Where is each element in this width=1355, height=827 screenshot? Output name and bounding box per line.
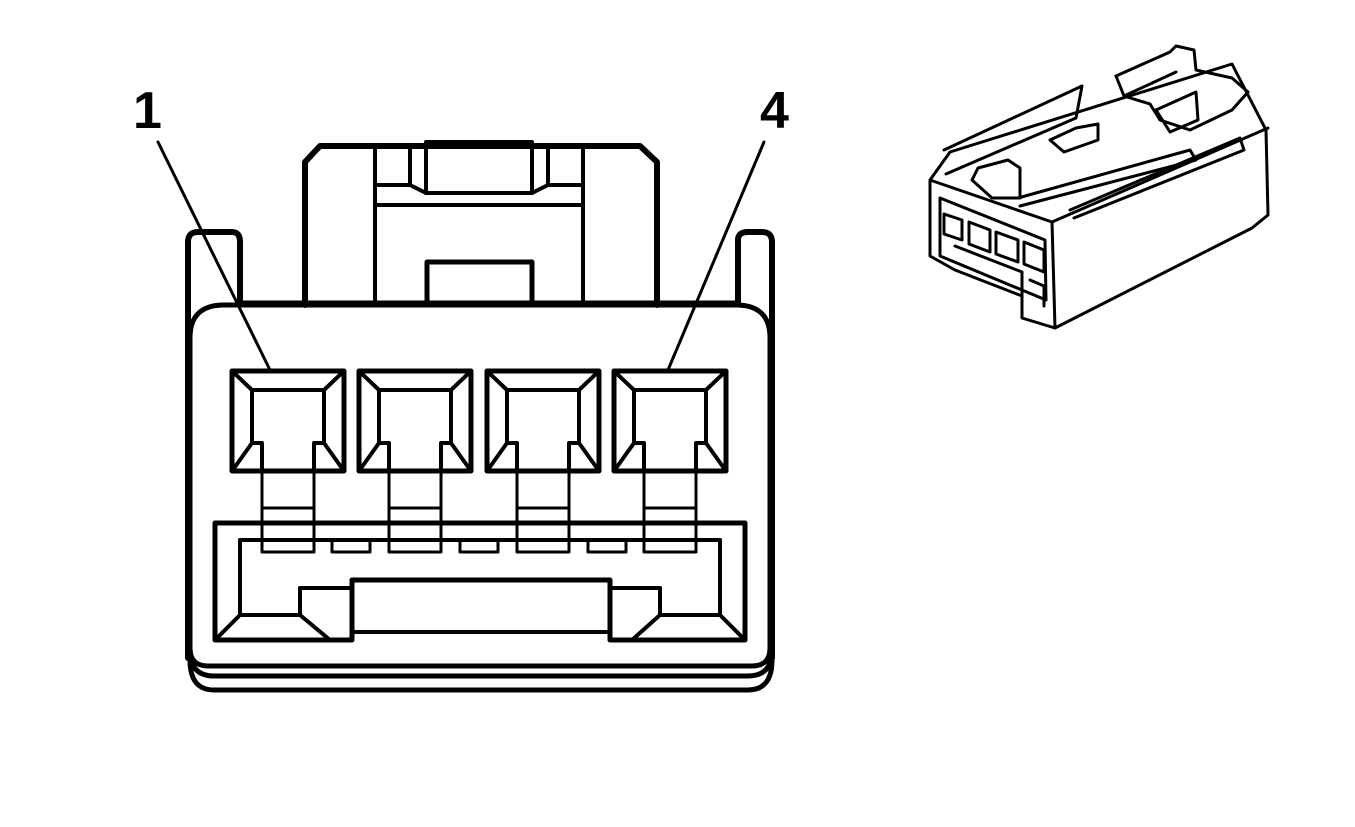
- terminal-cavities: [229, 368, 729, 542]
- locking-latch: [302, 140, 660, 308]
- connector-housing: [185, 229, 775, 693]
- cavity-4: [611, 368, 729, 474]
- pin-label-4: 4: [760, 82, 789, 140]
- terminal-legs: [260, 469, 698, 542]
- pin-1-callout: 1: [133, 82, 272, 372]
- pin-label-1: 1: [133, 82, 162, 140]
- pin-4-leader-line: [666, 140, 766, 372]
- pin-1-leader-line: [156, 140, 272, 372]
- connector-face-view: 1 4: [133, 82, 789, 693]
- cavity-3: [484, 368, 602, 474]
- connector-isometric-view: [928, 44, 1270, 330]
- cavity-1: [229, 368, 347, 474]
- pin-4-callout: 4: [666, 82, 789, 372]
- cavity-2: [356, 368, 474, 474]
- lower-lock-channel: [212, 520, 748, 643]
